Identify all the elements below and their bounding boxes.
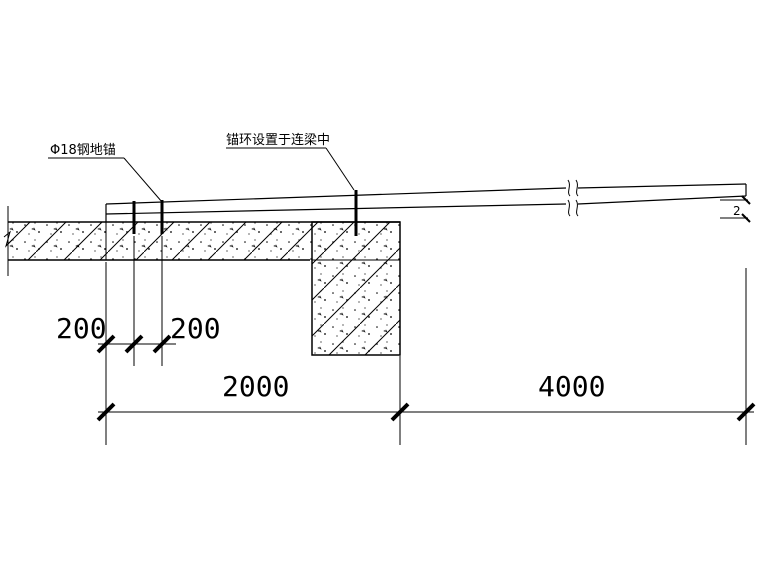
end-offset-mark: 2 [720,195,751,223]
dimension-small: 200 200 [56,236,221,445]
end-offset-label: 2 [733,204,741,218]
ground-slab [3,206,400,276]
concrete-beam [311,221,401,356]
tick-mark [390,402,410,422]
cantilever-plate [105,179,747,222]
leader-lines [48,147,355,203]
dimension-main: 2000 4000 [96,268,756,445]
tick-mark [736,402,756,422]
tick-mark [124,334,144,354]
anchor-bars [132,190,358,236]
tick-mark [96,402,116,422]
dim-4000: 4000 [538,370,605,403]
dim-200-right: 200 [170,312,221,345]
anchor-ring-label: 锚环设置于连梁中 [226,132,330,148]
dim-200-left: 200 [56,312,107,345]
anchor-bar-label: Φ18钢地锚 [50,143,116,158]
dim-2000: 2000 [222,370,289,403]
tick-mark [152,334,172,354]
tick-mark [96,334,116,354]
